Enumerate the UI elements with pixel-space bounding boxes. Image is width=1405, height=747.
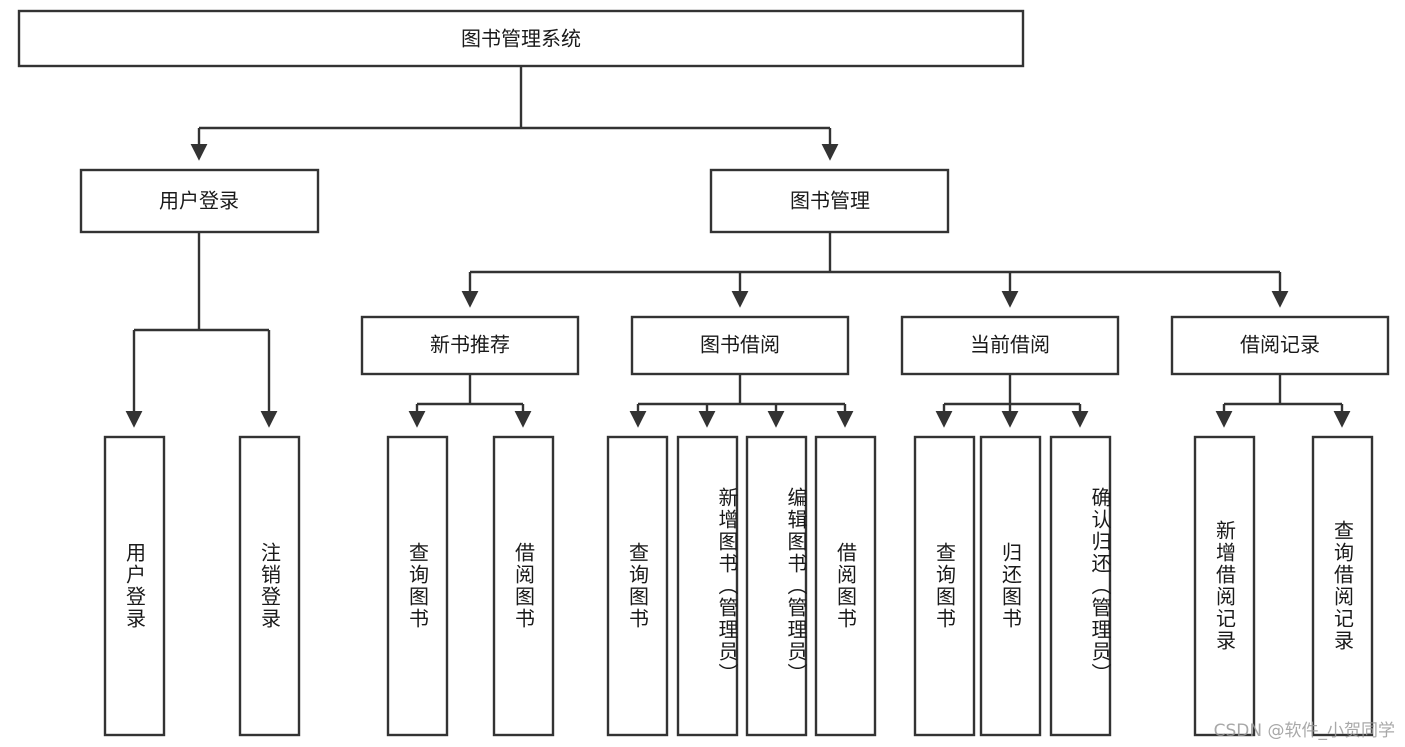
leaf-box-confirm-return-admin[interactable] [1049,435,1112,737]
node-root[interactable]: 图书管理系统 [17,9,1025,68]
node-book-borrow[interactable]: 图书借阅 [630,315,850,376]
leaf-box-return-book[interactable] [979,435,1042,737]
node-current-borrow[interactable]: 当前借阅 [900,315,1120,376]
leaf-box-borrow-book-2[interactable] [814,435,877,737]
node-book-management-box[interactable] [709,168,950,234]
leaf-box-add-book-admin[interactable] [676,435,739,737]
leaf-box-borrow-book-1[interactable] [492,435,555,737]
leaf-box-query-book-3[interactable] [913,435,976,737]
leaf-box-query-book-2[interactable] [606,435,669,737]
node-root-label: 图书管理系统 [461,27,581,51]
leaf-box-user-login[interactable] [103,435,166,737]
node-new-book-recommend-box[interactable] [360,315,580,376]
node-new-book-recommend[interactable]: 新书推荐 [360,315,580,376]
leaf-box-add-borrow-record[interactable] [1193,435,1256,737]
node-user-login-box[interactable] [79,168,320,234]
node-book-borrow-label: 图书借阅 [700,333,780,357]
node-new-book-recommend-label: 新书推荐 [430,333,510,357]
leaf-box-query-book-1[interactable] [386,435,449,737]
leaf-box-layer [103,435,1374,737]
node-borrow-record-box[interactable] [1170,315,1390,376]
node-user-login[interactable]: 用户登录 [79,168,320,234]
node-current-borrow-box[interactable] [900,315,1120,376]
node-borrow-record[interactable]: 借阅记录 [1170,315,1390,376]
watermark-text: CSDN @软件_小贺同学 [1213,721,1395,741]
node-borrow-record-label: 借阅记录 [1240,333,1320,357]
leaf-box-query-borrow-record[interactable] [1311,435,1374,737]
node-root-box[interactable] [17,9,1025,68]
connector-layer [125,66,1351,428]
node-current-borrow-label: 当前借阅 [970,333,1050,357]
node-book-management-label: 图书管理 [790,189,870,213]
leaf-box-logout[interactable] [238,435,301,737]
node-book-management[interactable]: 图书管理 [709,168,950,234]
node-user-login-label: 用户登录 [159,189,239,213]
node-book-borrow-box[interactable] [630,315,850,376]
leaf-box-edit-book-admin[interactable] [745,435,808,737]
